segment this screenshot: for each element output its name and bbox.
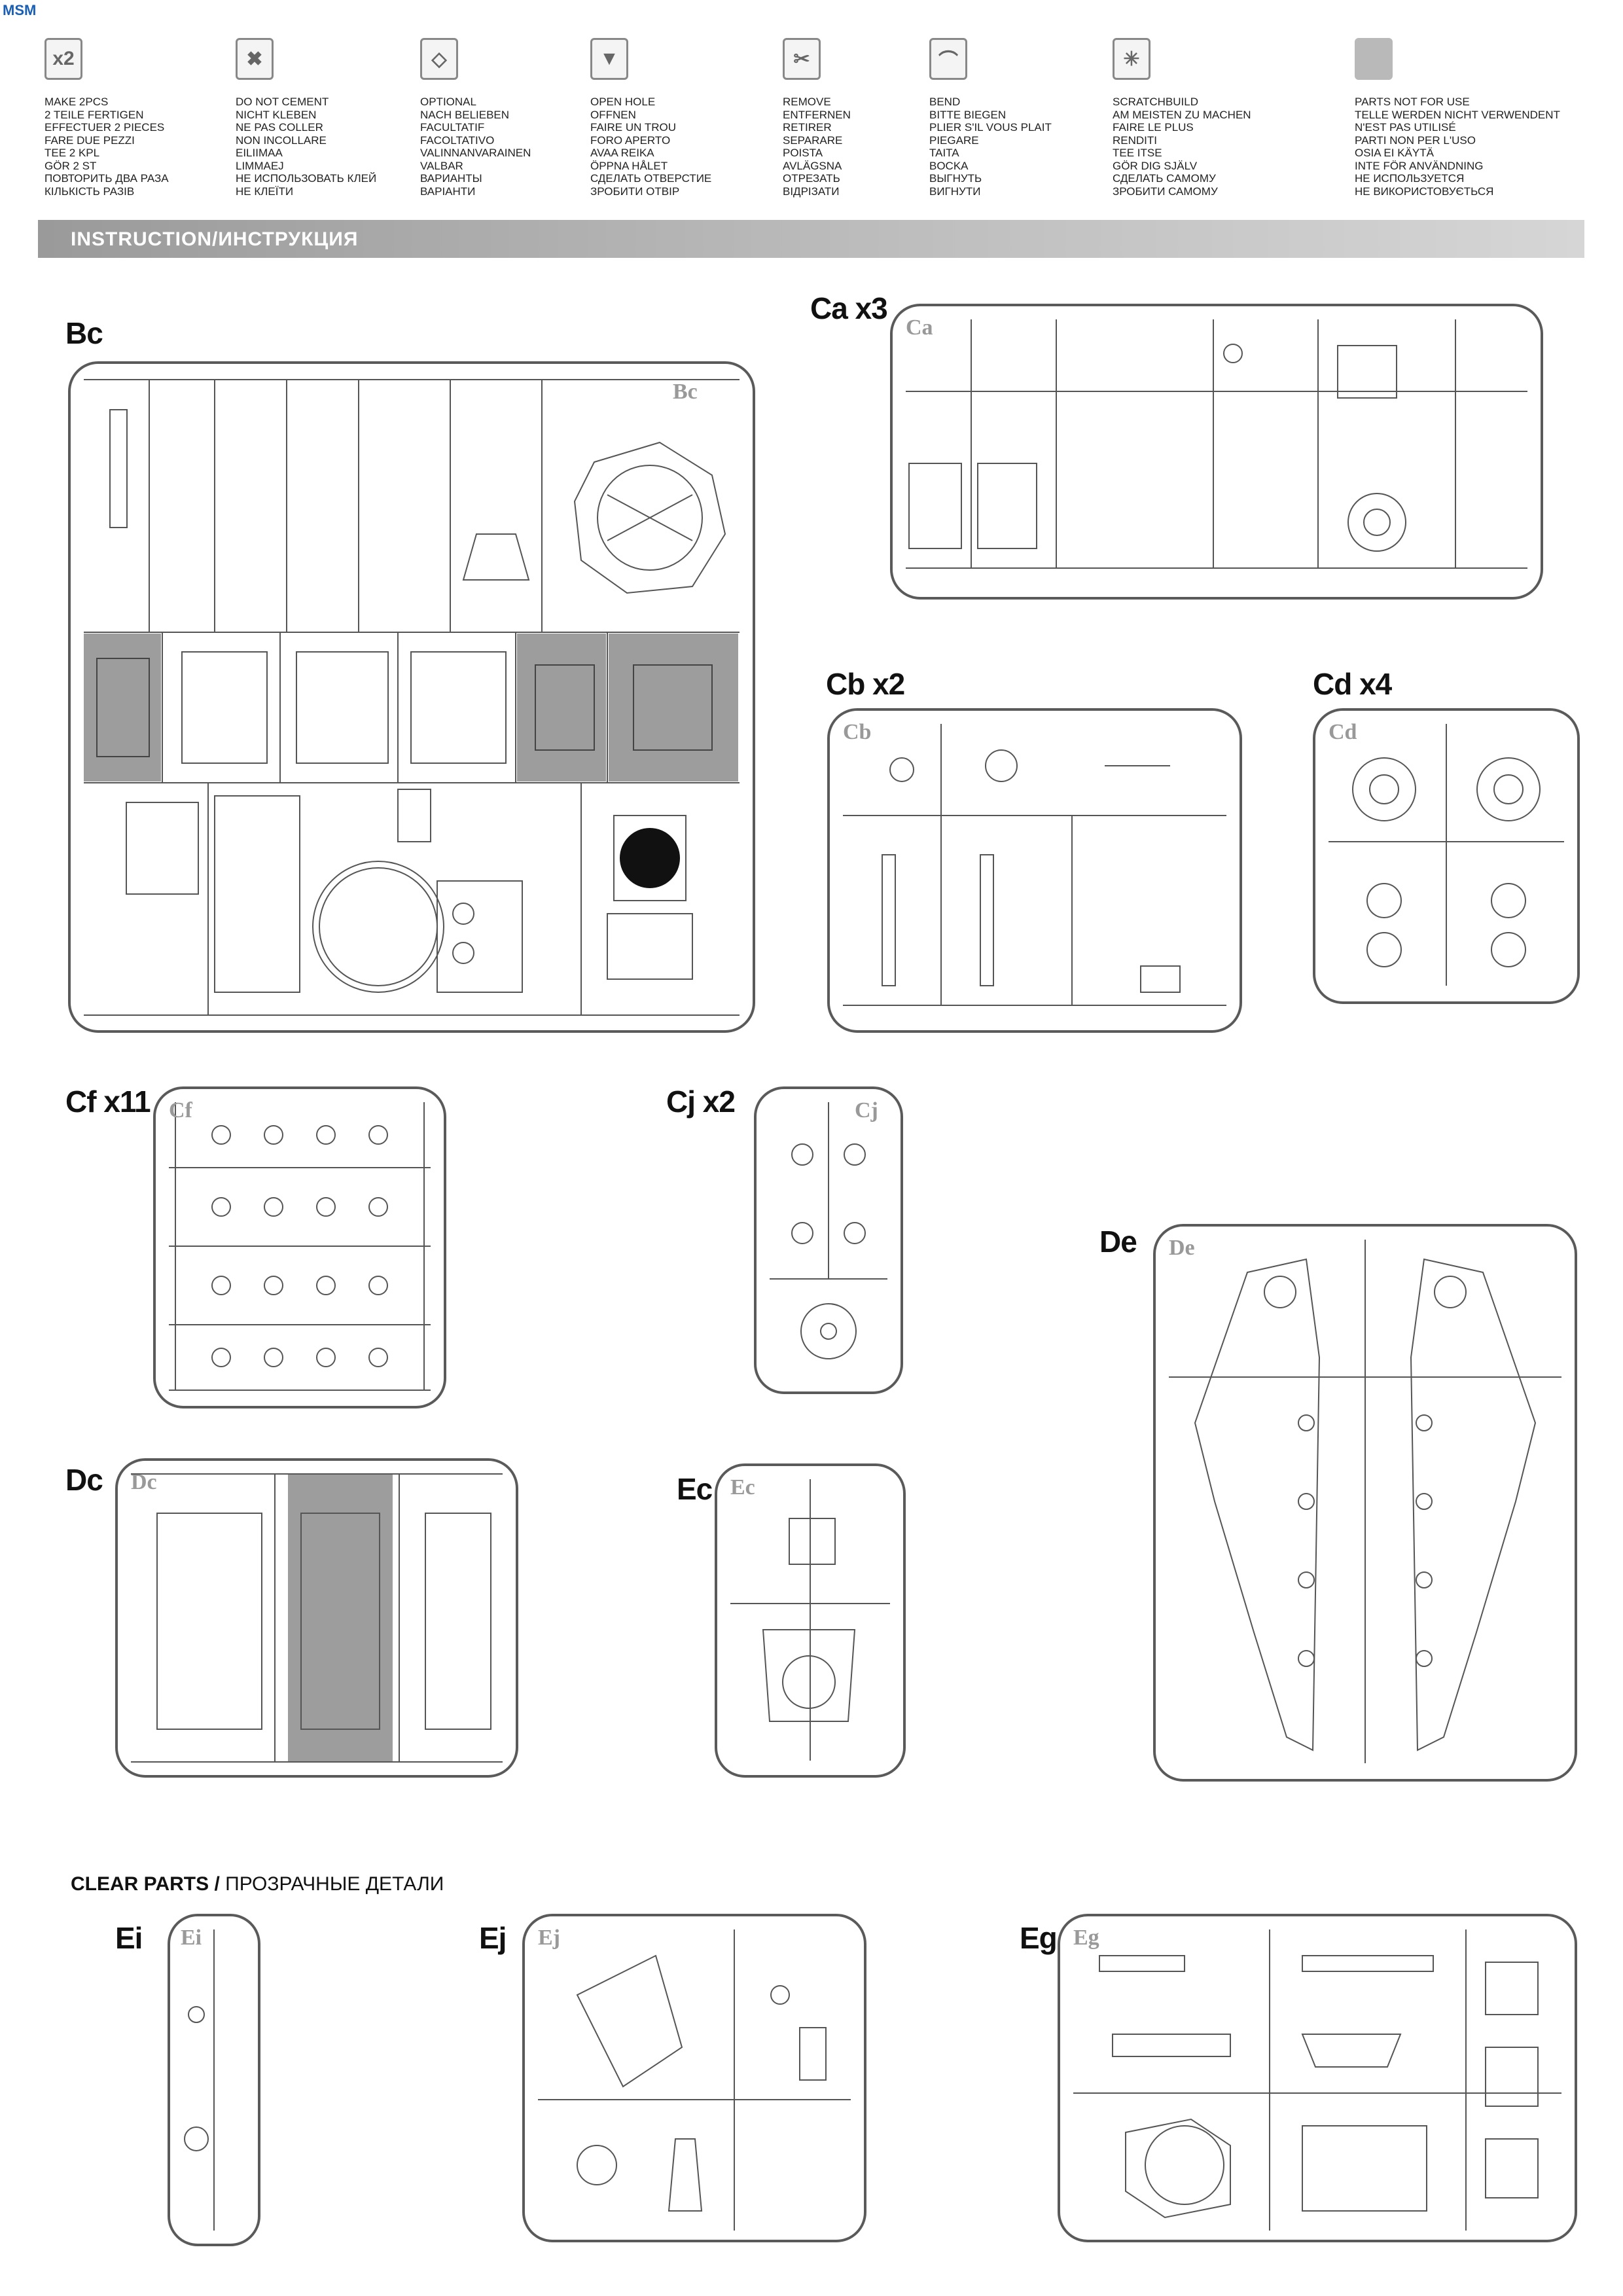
sprue-cd: Cd	[1313, 708, 1580, 1004]
sprue-eg: Eg	[1058, 1914, 1577, 2242]
sprue-ca-drawing	[906, 319, 1527, 569]
sprue-label-ej: Ej	[479, 1921, 507, 1955]
sprue-tag-ec: Ec	[730, 1475, 755, 1499]
sprue-label-ei: Ei	[115, 1921, 143, 1955]
sprue-bc: Bc	[68, 361, 755, 1033]
sprue-cf: Cf	[153, 1086, 446, 1408]
sprue-label-dc: Dc	[65, 1463, 103, 1497]
sprue-label-ca: Ca x3	[810, 291, 888, 325]
sprue-cj: Cj	[754, 1086, 903, 1394]
sprue-cb: Cb	[827, 708, 1242, 1033]
sprue-cj-drawing	[770, 1102, 887, 1359]
sprue-label-cb: Cb x2	[826, 667, 905, 701]
sprue-label-ec: Ec	[677, 1472, 713, 1506]
sprue-de-drawing	[1169, 1240, 1561, 1763]
banner-title: INSTRUCTION/ИНСТРУКЦИЯ	[71, 228, 359, 250]
sprue-tag-cd: Cd	[1329, 720, 1357, 744]
sprue-tag-cb: Cb	[843, 720, 872, 744]
sprue-ca: Ca	[890, 304, 1543, 600]
sprue-tag-bc: Bc	[673, 380, 698, 404]
sprue-ei: Ei	[168, 1914, 260, 2246]
sprue-tag-cj: Cj	[855, 1098, 878, 1122]
sprue-tag-dc: Dc	[131, 1470, 157, 1494]
sprue-tag-de: De	[1169, 1236, 1195, 1260]
sprue-ec: Ec	[715, 1463, 906, 1778]
scratchbuild-icon: ✳	[1113, 38, 1150, 80]
sprue-ei-drawing	[184, 1929, 215, 2231]
sprue-tag-cf: Cf	[169, 1098, 192, 1122]
open-hole-icon: ▼	[590, 38, 628, 80]
optional-icon: ◇	[420, 38, 458, 80]
not-for-use-icon	[1355, 38, 1393, 80]
sprue-de: De	[1153, 1224, 1577, 1782]
sprue-cf-drawing	[169, 1102, 431, 1391]
sprue-bc-drawing	[84, 379, 740, 1016]
x2-icon: x2	[45, 38, 82, 80]
instruction-banner: INSTRUCTION/ИНСТРУКЦИЯ	[38, 220, 1584, 258]
sprue-label-cd: Cd x4	[1313, 667, 1392, 701]
clear-parts-heading: CLEAR PARTS / ПРОЗРАЧНЫЕ ДЕТАЛИ	[71, 1873, 444, 1895]
sprue-ej: Ej	[522, 1914, 866, 2242]
sprue-eg-drawing	[1073, 1929, 1561, 2231]
watermark-logo: MSM	[3, 2, 37, 18]
sprue-tag-eg: Eg	[1073, 1926, 1099, 1950]
sprue-label-bc: Bc	[65, 316, 103, 350]
sprue-tag-ca: Ca	[906, 315, 933, 340]
sprue-dc-drawing	[131, 1473, 503, 1763]
sprue-label-cj: Cj x2	[666, 1085, 736, 1119]
sprue-cb-drawing	[843, 724, 1226, 1006]
sprue-ej-drawing	[538, 1929, 851, 2231]
sprue-tag-ej: Ej	[538, 1926, 560, 1950]
no-glue-icon: ✖	[236, 38, 274, 80]
remove-icon: ✂	[783, 38, 821, 80]
sprue-label-eg: Eg	[1020, 1921, 1058, 1955]
bend-icon: ⌒	[929, 38, 967, 80]
sprue-dc: Dc	[115, 1458, 518, 1778]
sprue-ec-drawing	[730, 1479, 890, 1761]
sprue-cd-drawing	[1329, 724, 1564, 986]
sprue-label-de: De	[1099, 1225, 1137, 1259]
sprue-tag-ei: Ei	[181, 1926, 202, 1950]
sprue-label-cf: Cf x11	[65, 1085, 151, 1119]
